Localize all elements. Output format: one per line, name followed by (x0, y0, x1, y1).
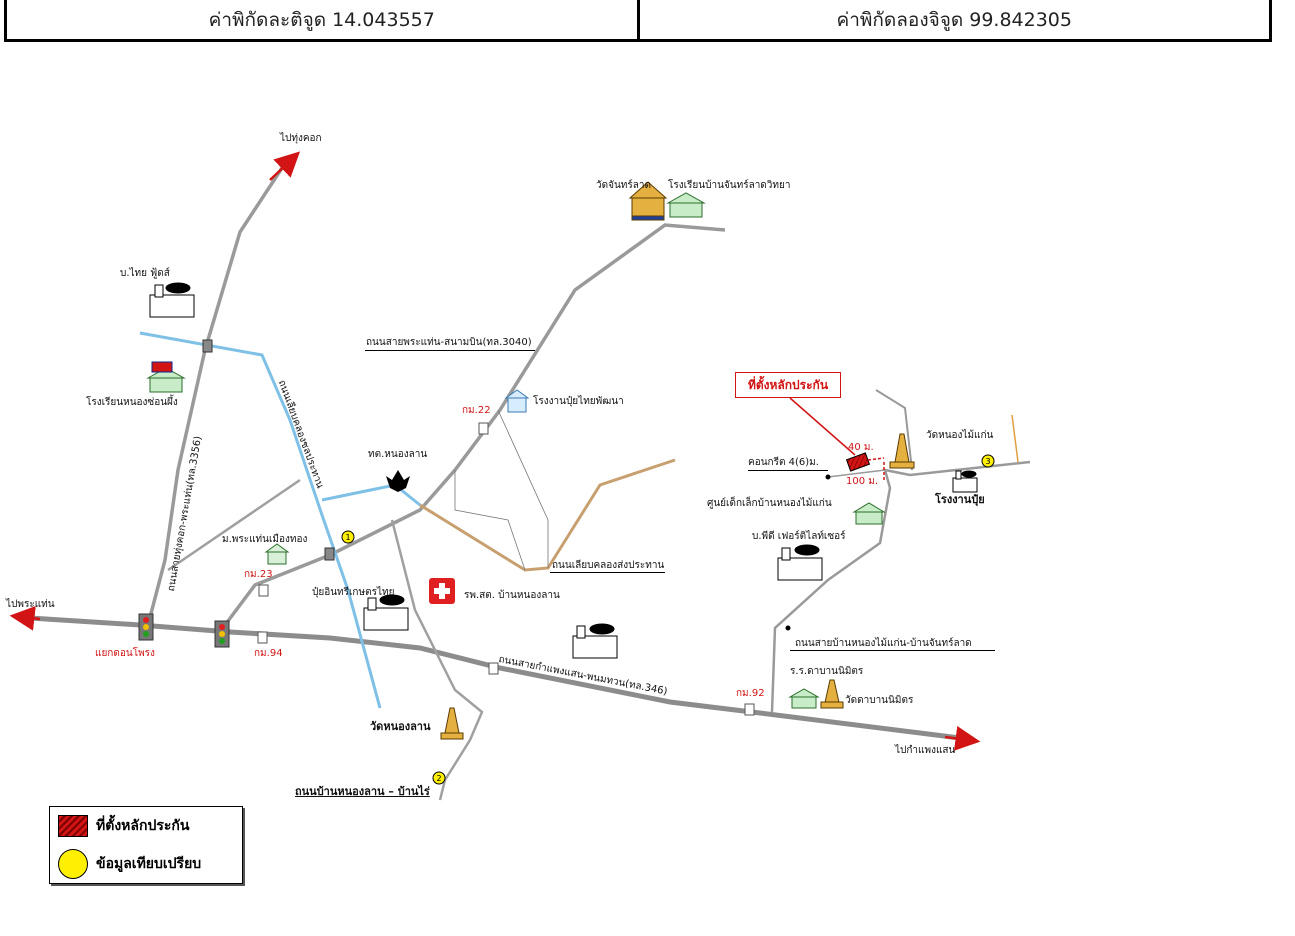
factory-icon (952, 470, 978, 493)
hatch-swatch-icon (58, 815, 88, 837)
distance-100m: 100 ม. (846, 476, 879, 487)
temple-icon (628, 181, 668, 221)
label-road-3040: ถนนสายพระแท่น-สนามบิน(ทล.3040) (366, 337, 532, 348)
temple-icon (820, 679, 844, 709)
label-km92: กม.92 (736, 688, 765, 699)
factory-icon (777, 544, 823, 581)
arrow-phra-thaen-icon (9, 605, 41, 631)
comparable-number: 3 (985, 457, 990, 466)
label-pd-fertilizer: บ.พีดี เฟอร์ติไลท์เซอร์ (752, 531, 846, 542)
factory-icon (149, 282, 195, 318)
label-school-nong-son: โรงเรียนหนองซ่อนผึ้ง (86, 397, 178, 408)
traffic-light-icon (138, 613, 154, 641)
government-emblem-icon (386, 470, 410, 492)
label-thai-foods: บ.ไทย ฟู้ดส์ (120, 268, 170, 279)
direction-kamphaeng-saen: ไปกำแพงแสน (895, 745, 956, 756)
km-post-icon (257, 631, 268, 644)
comparable-marker-icon: 1 (341, 530, 355, 544)
label-moo-ban: ม.พระแท่นเมืองทอง (222, 534, 308, 545)
factory-icon (363, 594, 409, 631)
map-legend: ที่ตั้งหลักประกัน ข้อมูลเทียบเปรียบ (49, 806, 243, 884)
legend-comparison: ข้อมูลเทียบเปรียบ (58, 849, 201, 879)
label-child-center: ศูนย์เด็กเล็กบ้านหนองไม้แก่น (707, 498, 832, 509)
school-icon (146, 367, 186, 393)
temple-icon (440, 707, 464, 740)
label-wat-nong-mai-kaen: วัดหนองไม้แก่น (926, 430, 994, 441)
building-icon (504, 389, 530, 413)
legend-collateral-label: ที่ตั้งหลักประกัน (96, 818, 190, 834)
comparable-marker-icon: 2 (432, 771, 446, 785)
label-fertilizer-phatthana: โรงงานปุ๋ยไทยพัฒนา (533, 396, 624, 407)
collateral-site-label: ที่ตั้งหลักประกัน (735, 372, 841, 398)
label-school-chan-lad: โรงเรียนบ้านจันทร์ลาดวิทยา (668, 180, 791, 191)
arrow-thung-khok-icon (269, 151, 301, 181)
label-fertilizer-kaset: ปุ๋ยอินทรีเกษตรไทย (312, 587, 395, 598)
comparable-number: 1 (345, 533, 350, 542)
legend-collateral: ที่ตั้งหลักประกัน (58, 815, 189, 837)
school-icon (788, 688, 820, 709)
label-km22: กม.22 (462, 405, 491, 416)
school-icon (666, 192, 706, 218)
road-nong-mai-kaen (770, 460, 1031, 713)
distance-40m: 40 ม. (848, 442, 874, 453)
yellow-circle-icon (58, 849, 88, 879)
label-road-nong-lan: ถนนบ้านหนองลาน – บ้านไร่ (295, 785, 430, 798)
coordinate-bar: ค่าพิกัดละติจูด 14.043557 ค่าพิกัดลองจิจ… (4, 0, 1272, 42)
collateral-site-icon (845, 452, 871, 472)
road-3356 (146, 167, 284, 626)
label-concrete: คอนกรีต 4(6)ม. (748, 457, 819, 468)
label-km94: กม.94 (254, 648, 283, 659)
label-wat-daban: วัดดาบานนิมิตร (845, 695, 914, 706)
school-icon (852, 502, 886, 525)
label-road-nong-mai-kaen: ถนนสายบ้านหนองไม้แก่น-บ้านจันทร์ลาด (795, 638, 972, 649)
direction-thung-khok: ไปทุ่งคอก (280, 133, 322, 144)
bridge-icon (324, 547, 335, 561)
hospital-icon (429, 578, 455, 604)
label-wat-nong-lan: วัดหนองลาน (370, 720, 431, 733)
km-post-icon (478, 422, 489, 435)
highway-346 (29, 615, 961, 741)
label-wat-chan-lad: วัดจันทร์ลาด (596, 180, 652, 191)
arrow-kamphaeng-saen-icon (944, 725, 981, 751)
traffic-light-icon (214, 620, 230, 648)
comparable-marker-icon: 3 (981, 454, 995, 468)
label-hospital: รพ.สต. บ้านหนองลาน (464, 590, 560, 601)
km-post-icon (488, 662, 499, 675)
road-thesaban (167, 478, 301, 572)
canal-road (419, 458, 676, 572)
longitude-label: ค่าพิกัดลองจิจูด 99.842305 (636, 0, 1270, 39)
canal (139, 331, 382, 709)
comparable-number: 2 (436, 774, 441, 783)
bridge-icon (202, 339, 213, 353)
temple-icon (889, 433, 915, 469)
latitude-label: ค่าพิกัดละติจูด 14.043557 (208, 8, 435, 31)
label-tessaban: ทต.หนองลาน (368, 449, 428, 460)
factory-icon (572, 623, 618, 659)
label-intersection: แยกดอนโพรง (95, 648, 155, 659)
direction-phra-thaen: ไปพระแท่น (6, 599, 55, 610)
km-post-icon (744, 703, 755, 716)
label-fertilizer-factory: โรงงานปุ๋ย (935, 493, 985, 506)
label-school-daban: ร.ร.ดาบานนิมิตร (790, 666, 864, 677)
legend-comparison-label: ข้อมูลเทียบเปรียบ (96, 856, 202, 872)
km-post-icon (258, 584, 269, 597)
label-road-canal: ถนนเลียบคลองส่งประทาน (552, 560, 665, 571)
label-km23: กม.23 (244, 569, 273, 580)
house-icon (264, 543, 290, 565)
